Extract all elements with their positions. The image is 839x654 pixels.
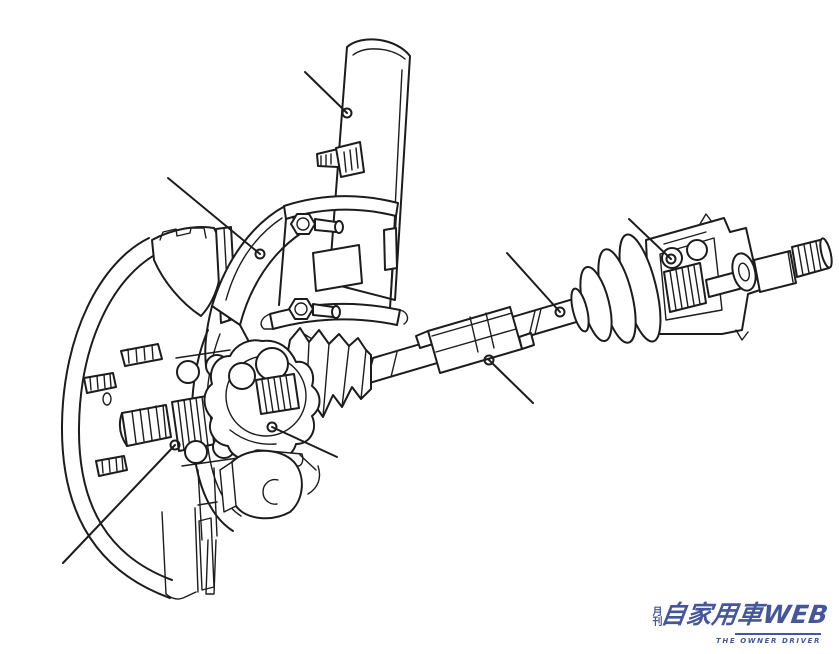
callout-line-steering-knuckle <box>167 177 261 255</box>
outer-cv-joint <box>203 339 321 462</box>
callout-line-outer-cv-joint-and-boot <box>271 426 338 458</box>
callout-dot-inner-cv-joint <box>665 253 677 265</box>
logo-prefix-text: 月刊 <box>650 606 661 626</box>
steering-knuckle-arm <box>204 205 331 367</box>
logo-row: 月刊 自家用車WEB <box>650 597 836 633</box>
callout-line-strut-tube <box>304 71 348 114</box>
dynamic-damper <box>415 306 535 374</box>
callout-dot-outer-cv-joint-and-boot <box>266 421 278 433</box>
logo-title-text: 自家用車WEB <box>659 600 831 629</box>
inner-cv-boot <box>570 233 662 344</box>
inner-cv-joint <box>645 213 761 341</box>
lower-ball-joint <box>197 449 321 595</box>
logo: 月刊 自家用車WEB THE OWNER DRIVER <box>650 597 836 645</box>
callout-dot-strut-tube <box>341 107 353 119</box>
callout-line-drive-shaft <box>506 252 561 313</box>
callout-dot-hub-and-bearing <box>169 439 181 451</box>
strut-tube <box>316 38 411 301</box>
callout-dot-dynamic-damper <box>483 354 495 366</box>
callout-layer <box>62 71 677 564</box>
logo-subtitle-text: THE OWNER DRIVER <box>716 637 821 645</box>
stub-shaft <box>753 237 833 293</box>
callout-line-inner-cv-joint <box>628 218 672 260</box>
callout-line-hub-and-bearing <box>62 444 176 564</box>
strut-bracket <box>260 195 409 330</box>
wheel-studs <box>83 343 163 477</box>
callout-dot-steering-knuckle <box>254 248 266 260</box>
callout-line-dynamic-damper <box>488 359 534 404</box>
callout-dot-drive-shaft <box>554 306 566 318</box>
logo-underline <box>735 633 821 635</box>
